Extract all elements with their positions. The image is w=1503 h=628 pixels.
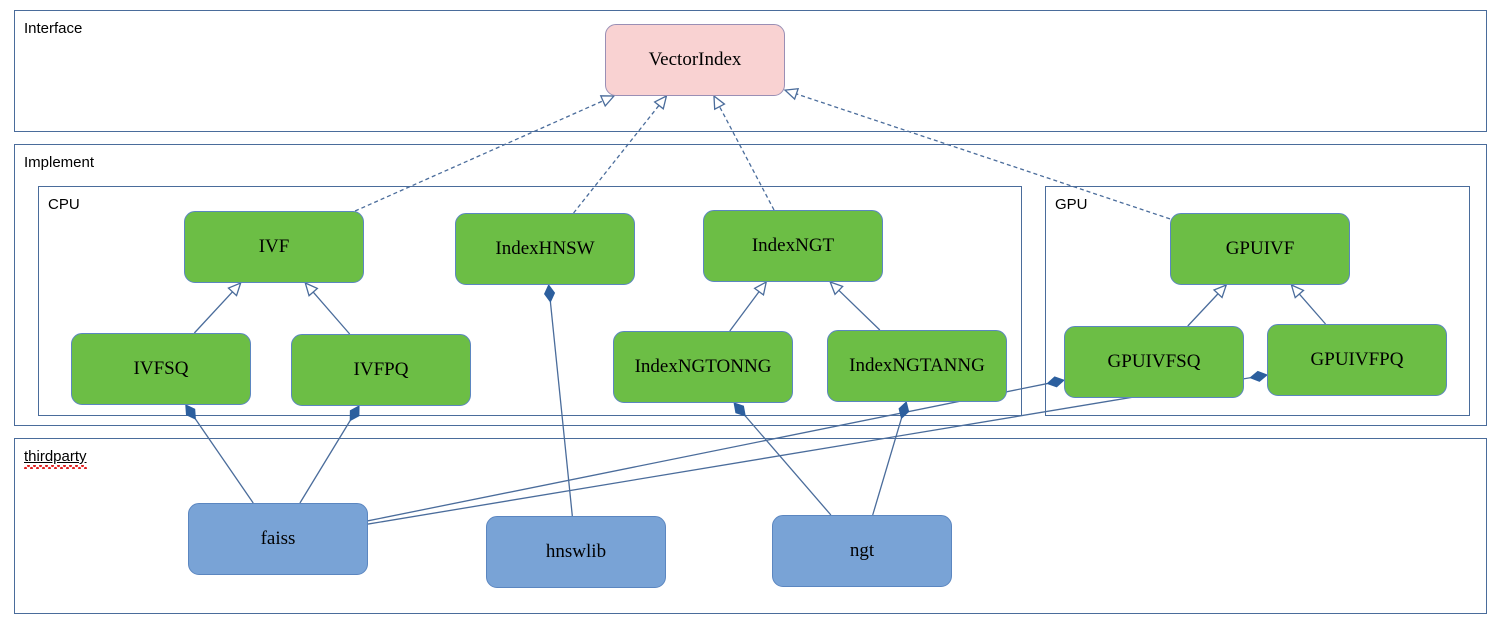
class-node-label: GPUIVFPQ	[1310, 349, 1404, 370]
class-node-ivf[interactable]: IVF	[184, 211, 364, 283]
container-label-thirdparty: thirdparty	[24, 448, 87, 469]
container-label-interface: Interface	[24, 20, 83, 37]
class-node-ivfpq[interactable]: IVFPQ	[291, 334, 471, 406]
class-node-label: IndexNGTONNG	[634, 356, 772, 377]
class-node-faiss[interactable]: faiss	[188, 503, 368, 575]
class-node-label: faiss	[260, 528, 296, 549]
class-node-hnswlib[interactable]: hnswlib	[486, 516, 666, 588]
class-node-gpuivf[interactable]: GPUIVF	[1170, 213, 1350, 285]
spellcheck-underline: thirdparty	[24, 448, 87, 469]
container-label-implement: Implement	[24, 154, 95, 171]
class-node-ivfsq[interactable]: IVFSQ	[71, 333, 251, 405]
class-node-label: IndexNGT	[751, 235, 835, 256]
class-node-label: ngt	[849, 540, 875, 561]
class-node-indexngtanng[interactable]: IndexNGTANNG	[827, 330, 1007, 402]
class-node-gpuivfsq[interactable]: GPUIVFSQ	[1064, 326, 1244, 398]
container-label-gpu: GPU	[1055, 196, 1088, 213]
class-node-label: GPUIVFSQ	[1107, 351, 1201, 372]
class-node-label: hnswlib	[545, 541, 607, 562]
class-node-indexhnsw[interactable]: IndexHNSW	[455, 213, 635, 285]
class-node-gpuivfpq[interactable]: GPUIVFPQ	[1267, 324, 1447, 396]
class-node-label: IVFSQ	[133, 358, 189, 379]
class-node-label: IVFPQ	[353, 359, 409, 380]
class-node-label: IndexNGTANNG	[849, 355, 985, 376]
class-node-label: GPUIVF	[1225, 238, 1295, 259]
class-node-vectorindex[interactable]: VectorIndex	[605, 24, 785, 96]
class-node-label: IndexHNSW	[495, 238, 595, 259]
container-gpu	[1045, 186, 1470, 416]
container-label-cpu: CPU	[48, 196, 80, 213]
class-node-indexngtonng[interactable]: IndexNGTONNG	[613, 331, 793, 403]
class-node-label: IVF	[258, 236, 290, 257]
class-node-indexngt[interactable]: IndexNGT	[703, 210, 883, 282]
class-node-ngt[interactable]: ngt	[772, 515, 952, 587]
class-node-label: VectorIndex	[648, 49, 742, 70]
